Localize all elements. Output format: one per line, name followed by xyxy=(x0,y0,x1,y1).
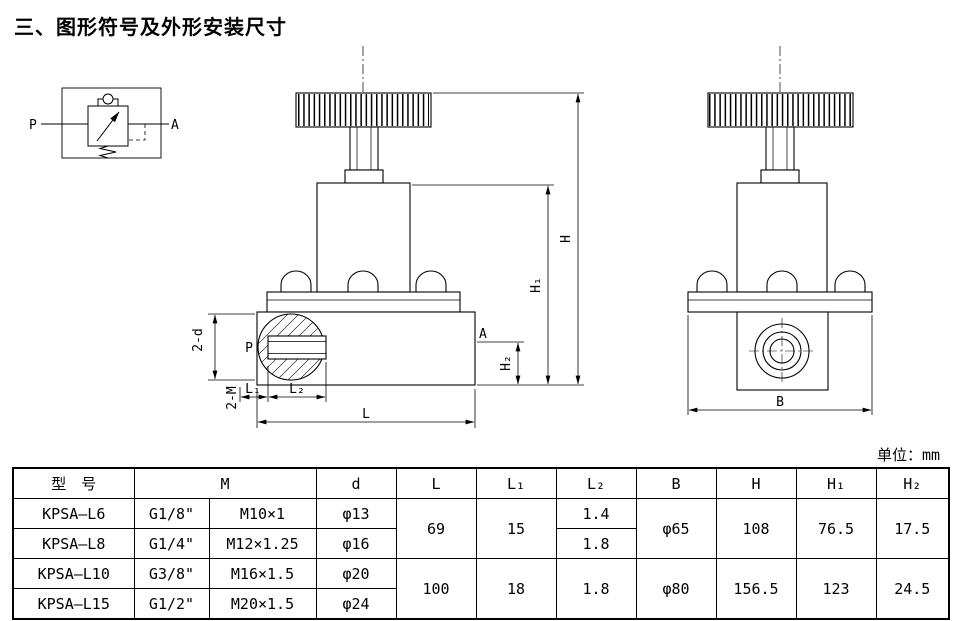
symbol-pilot-line xyxy=(128,124,146,141)
unit-label: 单位：mm xyxy=(876,446,940,464)
cell-h: 156.5 xyxy=(715,558,797,620)
symbol-relief-valve xyxy=(102,93,114,105)
table-row: KPSA—L10 G3/8" M16×1.5 φ20 100 18 1.8 φ8… xyxy=(12,558,950,620)
bolt-dome-left xyxy=(696,270,728,293)
symbol-enclosure xyxy=(61,87,162,159)
handwheel xyxy=(295,92,432,128)
cell-m-spec: M12×1.25 xyxy=(208,528,317,559)
header-b: B xyxy=(635,467,717,499)
pneumatic-symbol: P A xyxy=(29,87,179,159)
cell-h2: 24.5 xyxy=(875,558,950,620)
header-l1: L₁ xyxy=(475,467,557,499)
header-model: 型 号 xyxy=(12,467,135,499)
symbol-relief-line-right xyxy=(113,98,119,106)
flange xyxy=(687,291,873,313)
dimension-lines xyxy=(687,315,873,415)
cell-thread: G1/4" xyxy=(133,528,210,559)
dim-2m-label: 2-M xyxy=(225,386,240,410)
flange xyxy=(266,291,461,313)
stem xyxy=(765,126,795,171)
bolt-dome-center xyxy=(347,270,379,293)
cell-m-spec: M10×1 xyxy=(208,498,317,529)
cell-d: φ20 xyxy=(315,558,397,589)
dim-h1-label: H₁ xyxy=(529,277,544,293)
cell-l: 100 xyxy=(395,558,477,620)
cell-d: φ13 xyxy=(315,498,397,529)
cell-thread: G1/2" xyxy=(133,588,210,620)
front-view-drawing: P A H H₁ H₂ L L₁ L₂ 2-d 2-M xyxy=(191,46,584,428)
dim-h-label: H xyxy=(559,235,574,243)
dim-l-label: L xyxy=(362,407,370,422)
symbol-spring xyxy=(98,145,117,159)
header-l: L xyxy=(395,467,477,499)
bolt-dome-left xyxy=(280,270,312,293)
bolt-dome-center xyxy=(766,270,798,293)
cell-thread: G1/8" xyxy=(133,498,210,529)
cell-h: 108 xyxy=(715,498,797,559)
header-d: d xyxy=(315,467,397,499)
dim-l1-label: L₁ xyxy=(245,382,261,397)
symbol-a-label: A xyxy=(171,118,179,133)
cell-l1: 18 xyxy=(475,558,557,620)
stem xyxy=(349,126,379,171)
dim-b-label: B xyxy=(776,395,784,410)
header-l2: L₂ xyxy=(555,467,637,499)
cell-m-spec: M20×1.5 xyxy=(208,588,317,620)
table-row: KPSA—L6 G1/8" M10×1 φ13 69 15 1.4 φ65 10… xyxy=(12,498,950,559)
symbol-relief-line-left xyxy=(97,98,103,106)
cell-model: KPSA—L10 xyxy=(12,558,135,589)
symbol-flow-arrow xyxy=(96,111,120,142)
handwheel xyxy=(707,92,854,128)
dim-l2-label: L₂ xyxy=(289,382,305,397)
header-m: M xyxy=(133,467,317,499)
header-h: H xyxy=(715,467,797,499)
cell-d: φ16 xyxy=(315,528,397,559)
table-row: KPSA—L15 G1/2" M20×1.5 φ24 xyxy=(12,588,949,620)
cell-d: φ24 xyxy=(315,588,397,620)
symbol-p-label: P xyxy=(29,118,37,133)
cell-l1: 15 xyxy=(475,498,557,559)
stem-collar xyxy=(760,169,800,184)
table-header-row: 型 号 M d L L₁ L₂ B H H₁ H₂ xyxy=(12,467,950,499)
cell-h1: 123 xyxy=(795,558,877,620)
port-p-label: P xyxy=(245,341,253,356)
stem-collar xyxy=(344,169,384,184)
dim-h2-label: H₂ xyxy=(499,355,514,371)
dim-2d-label: 2-d xyxy=(191,328,206,351)
cell-l2: 1.4 xyxy=(555,498,637,529)
cell-l2: 1.8 xyxy=(555,528,637,559)
page-title: 三、图形符号及外形安装尺寸 xyxy=(14,15,287,39)
cell-model: KPSA—L6 xyxy=(12,498,135,529)
port-a-label: A xyxy=(479,327,487,342)
dimension-lines xyxy=(208,92,584,428)
header-h2: H₂ xyxy=(875,467,950,499)
cell-l2: 1.8 xyxy=(555,558,637,620)
header-h1: H₁ xyxy=(795,467,877,499)
cell-b: φ65 xyxy=(635,498,717,559)
cell-h2: 17.5 xyxy=(875,498,950,559)
cell-model: KPSA—L15 xyxy=(12,588,135,620)
cell-model: KPSA—L8 xyxy=(12,528,135,559)
cell-m-spec: M16×1.5 xyxy=(208,558,317,589)
cell-thread: G3/8" xyxy=(133,558,210,589)
port-thread xyxy=(267,335,327,360)
side-view-drawing: B xyxy=(687,46,873,415)
cell-l: 69 xyxy=(395,498,477,559)
cell-b: φ80 xyxy=(635,558,717,620)
bolt-dome-right xyxy=(415,270,447,293)
bolt-dome-right xyxy=(834,270,866,293)
dimension-table: 型 号 M d L L₁ L₂ B H H₁ H₂ KPSA—L6 G1/8" … xyxy=(12,467,950,620)
cell-h1: 76.5 xyxy=(795,498,877,559)
